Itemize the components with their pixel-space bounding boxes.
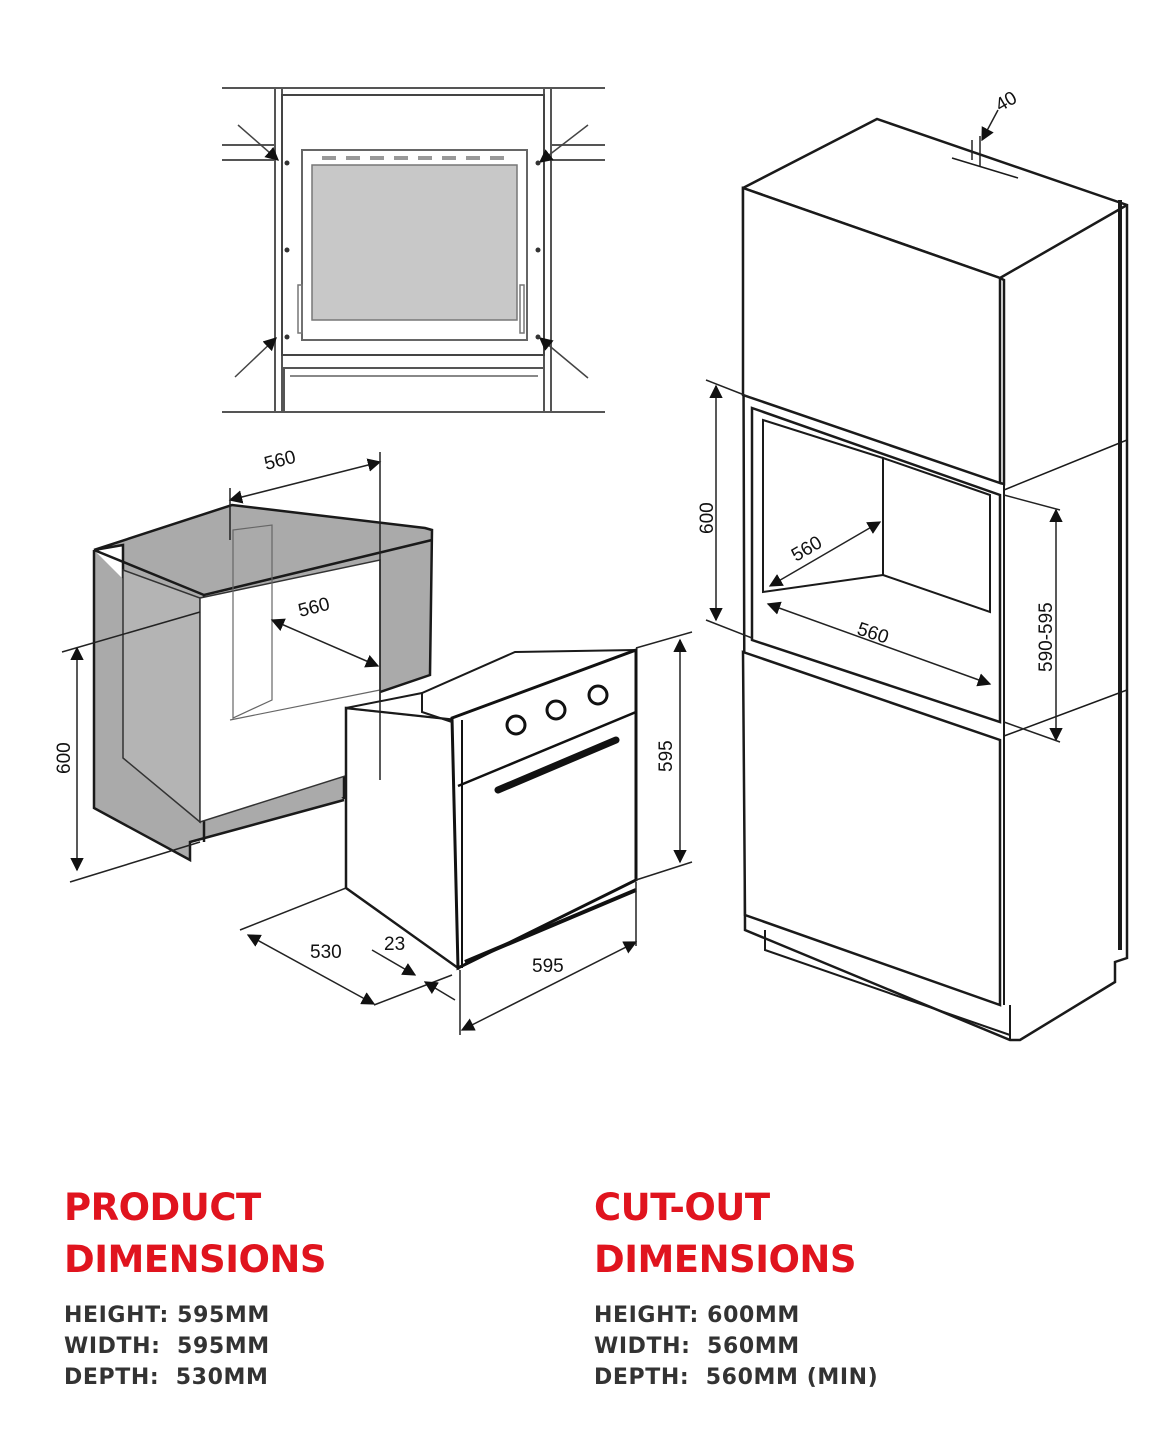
dim-top-width: 560 (262, 447, 298, 475)
installation-diagram: 560 560 600 595 595 530 23 40 600 560 56… (54, 87, 1129, 1042)
product-dimensions-section: PRODUCT DIMENSIONS HEIGHT: 595MM WIDTH: … (64, 1182, 327, 1393)
product-installation-view (61, 452, 693, 1035)
dim-cutout-height: 600 (697, 502, 718, 534)
dim-front-thickness: 23 (384, 934, 405, 955)
front-installation-view (222, 87, 605, 413)
dim-oven-width: 595 (532, 956, 564, 977)
oven-window (311, 164, 518, 321)
heading-line: PRODUCT (64, 1186, 261, 1229)
product-specs: HEIGHT: 595MM WIDTH: 595MM DEPTH: 530MM (64, 1300, 326, 1393)
dim-depth: 530 (310, 942, 342, 963)
spec-depth: DEPTH: 560MM (MIN) (594, 1365, 879, 1390)
heading-line: DIMENSIONS (64, 1238, 327, 1281)
lower-cabinet-door (741, 650, 1002, 1007)
cabinet-cutout-view (705, 109, 1129, 1042)
cutout-dimensions-heading: CUT-OUT DIMENSIONS (594, 1182, 878, 1286)
oven-control-knobs (505, 684, 609, 736)
knob-icon (587, 684, 609, 706)
dim-cutout-range: 590-595 (1036, 602, 1057, 672)
cutout-specs: HEIGHT: 600MM WIDTH: 560MM DEPTH: 560MM … (594, 1300, 878, 1393)
knob-icon (505, 714, 527, 736)
dim-oven-height: 595 (656, 740, 677, 772)
spec-height: HEIGHT: 595MM (64, 1303, 270, 1328)
spec-depth: DEPTH: 530MM (64, 1365, 269, 1390)
spec-height: HEIGHT: 600MM (594, 1303, 800, 1328)
spec-width: WIDTH: 560MM (594, 1334, 800, 1359)
spec-width: WIDTH: 595MM (64, 1334, 270, 1359)
cutout-dimensions-section: CUT-OUT DIMENSIONS HEIGHT: 600MM WIDTH: … (594, 1182, 878, 1393)
mounting-arrows (234, 124, 589, 379)
product-dimensions-heading: PRODUCT DIMENSIONS (64, 1182, 327, 1286)
heading-line: DIMENSIONS (594, 1238, 857, 1281)
oven-door-handle (494, 736, 620, 794)
heading-line: CUT-OUT (594, 1186, 770, 1229)
knob-icon (545, 699, 567, 721)
dim-cavity-height: 600 (54, 742, 75, 774)
